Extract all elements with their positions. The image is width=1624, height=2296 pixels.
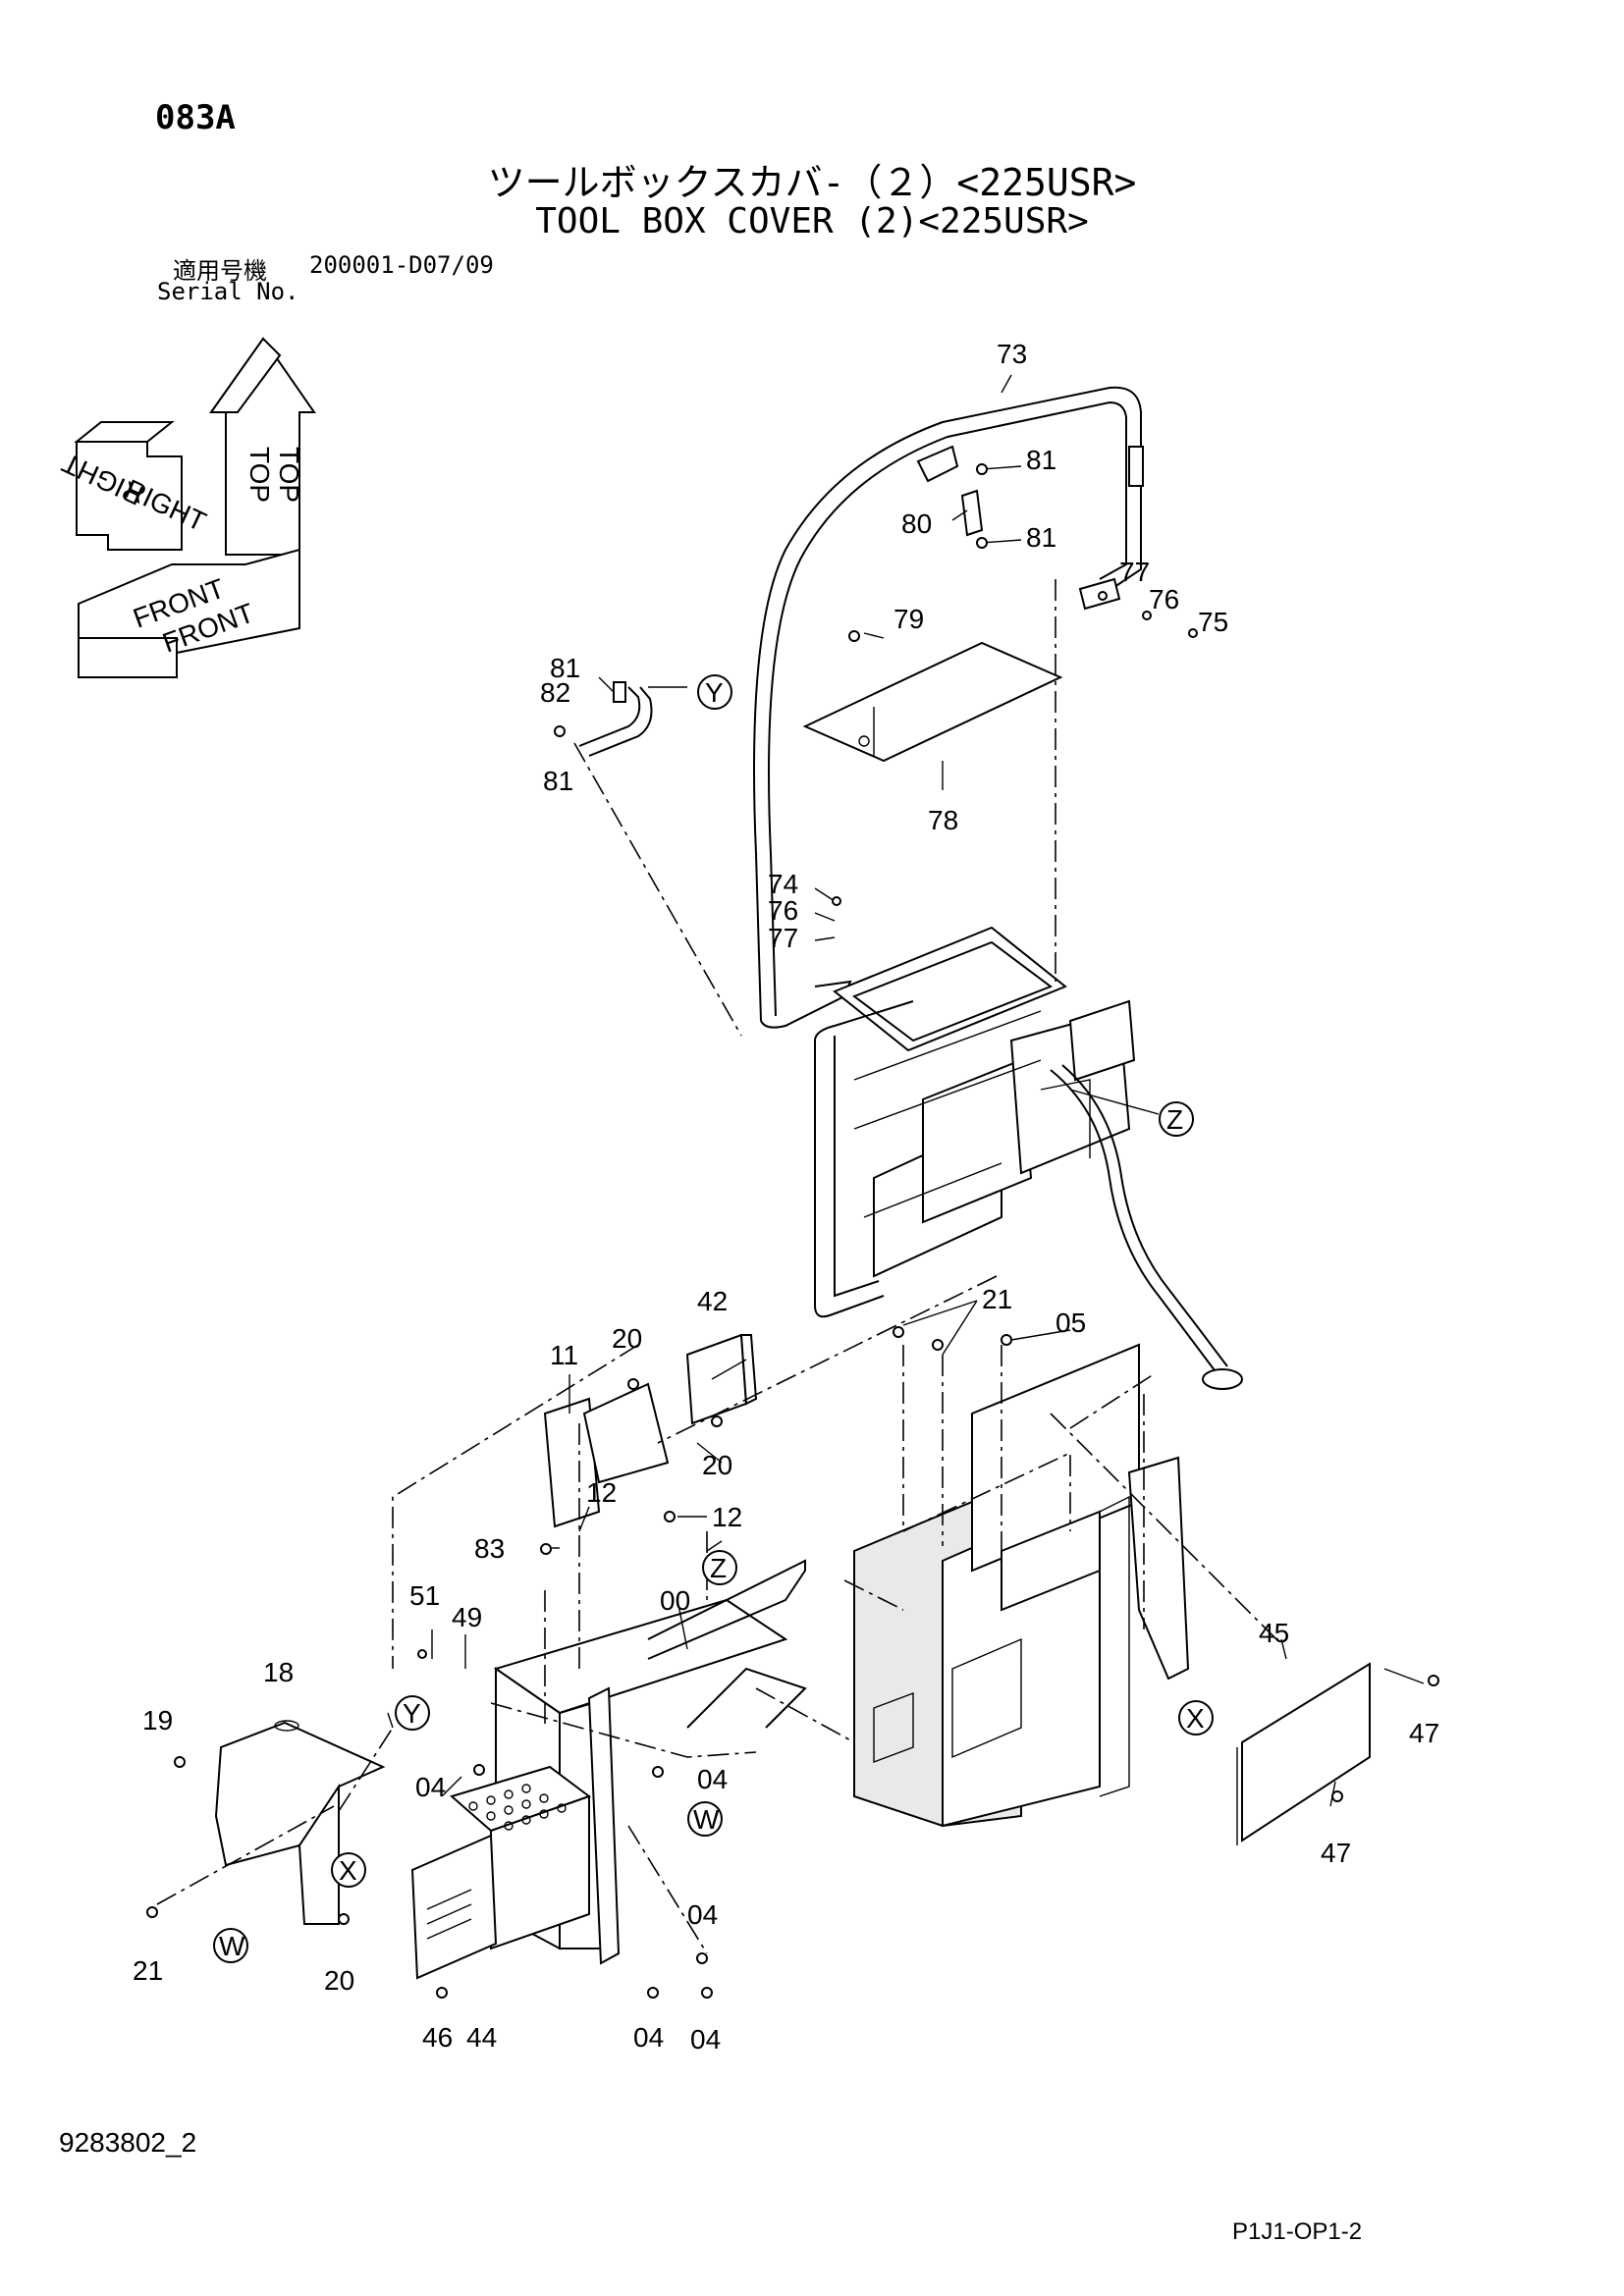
title-japanese: ツールボックスカバ-（２）<225USR> [487,161,1137,204]
callout-42: 42 [697,1286,728,1316]
callout-04: 04 [415,1772,446,1802]
cover-44-part [410,1834,498,1980]
ref-marker-w: W [693,1804,720,1835]
assembly-leader-lines [156,579,1277,1954]
callout-04: 04 [633,2022,664,2053]
fastener-markers [146,463,1439,1999]
callout-83: 83 [474,1533,505,1564]
callout-04: 04 [690,2024,721,2055]
callout-20: 20 [324,1965,354,1996]
ref-marker-x: X [1186,1703,1205,1734]
orientation-top-label-2: TOP [244,447,275,503]
step-holes [468,1784,567,1831]
callout-81: 81 [1026,522,1056,553]
callout-45: 45 [1259,1618,1289,1648]
callout-11: 11 [550,1340,578,1370]
callout-46: 46 [422,2022,453,2053]
ref-marker-y: Y [705,677,724,708]
ref-marker-z: Z [1166,1104,1183,1135]
callout-82: 82 [540,677,570,708]
callout-74: 74 [768,869,798,899]
callout-76: 76 [1149,584,1179,614]
callout-leader-lines [387,374,1425,1807]
orientation-indicator: TOP TOP RIGHT RIGHT FRONT FRONT [57,337,316,678]
serial-number-value: 200001-D07/09 [309,251,494,279]
callout-47: 47 [1321,1838,1351,1868]
callout-21: 21 [982,1284,1012,1314]
drawing-number: 9283802_2 [59,2127,197,2158]
page-reference: P1J1-OP1-2 [1232,2218,1363,2245]
ref-marker-z: Z [710,1553,727,1583]
clip-part [916,445,959,483]
callout-00: 00 [660,1585,690,1616]
callout-44: 44 [466,2022,497,2053]
callout-19: 19 [142,1705,173,1735]
callout-77: 77 [1119,557,1150,587]
callout-75: 75 [1198,607,1228,637]
bracket-11-part [543,1397,601,1528]
callout-12: 12 [586,1477,617,1508]
callout-05: 05 [1056,1308,1086,1338]
callout-labels: 73 81 80 81 77 76 75 79 81 82 81 78 74 7… [133,339,1439,2055]
callout-04: 04 [697,1764,728,1794]
reference-markers: Y Z Z Y X X W W [213,674,1214,1963]
serial-label-english: Serial No. [157,278,299,305]
callout-77: 77 [768,923,798,953]
callout-18: 18 [263,1657,294,1687]
ref-marker-w: W [219,1931,245,1961]
callout-73: 73 [997,339,1027,369]
callout-81: 81 [1026,445,1056,475]
callout-20: 20 [702,1450,732,1480]
page-code: 083A [155,98,236,137]
callout-47: 47 [1409,1718,1439,1748]
callout-12: 12 [712,1502,742,1532]
bracket-82-part [578,681,653,757]
hose-part [1050,1069,1218,1375]
module-42-part [685,1333,748,1425]
orientation-top-label: TOP [274,447,304,503]
callout-76: 76 [768,895,798,926]
bracket-part [960,489,984,537]
callout-78: 78 [928,805,958,835]
step-box-part [449,1559,807,1965]
cover-45-part [1241,1662,1371,1842]
serial-label-japanese: 適用号機 [173,257,267,285]
callout-21: 21 [133,1955,163,1986]
callout-81: 81 [550,653,580,683]
callout-04: 04 [687,1899,718,1930]
ref-marker-y: Y [403,1698,421,1729]
ref-marker-x: X [339,1855,357,1886]
callout-81: 81 [543,766,573,796]
callout-20: 20 [612,1323,642,1354]
plate-part [802,641,1063,763]
callout-49: 49 [452,1602,482,1632]
toolbox-body-part [853,1343,1190,1828]
callout-80: 80 [901,508,932,539]
callout-51: 51 [409,1580,440,1611]
title-english: TOOL BOX COVER (2)<225USR> [535,201,1089,241]
toolbox-frame-part [814,926,1136,1318]
cover-18-part [214,1720,386,1925]
callout-79: 79 [893,604,924,634]
